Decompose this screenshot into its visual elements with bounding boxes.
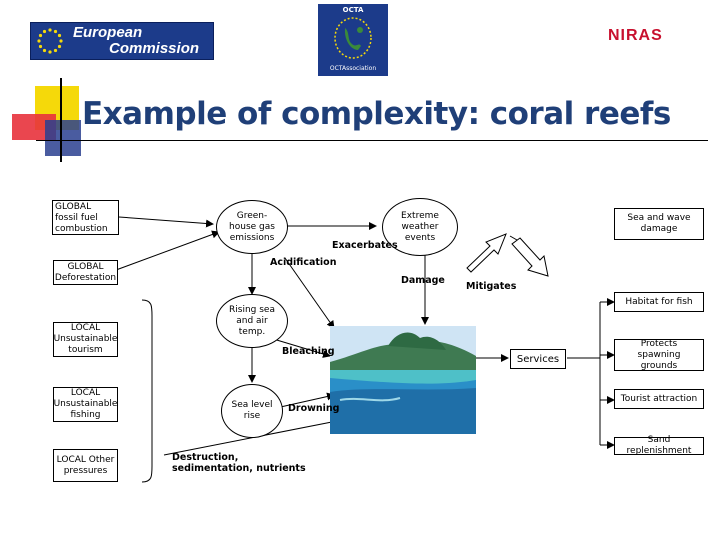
services-box: Services [510,349,566,369]
ec-line1: European [73,24,143,41]
driver-global-fossil-fuel: GLOBAL fossil fuel combustion [52,200,119,235]
coral-reef-island-image [330,326,476,434]
driver-global-deforestation: GLOBAL Deforestation [53,260,118,285]
octa-logo: OCTA OCTAssociation [318,4,388,76]
label-acidification: Acidification [270,257,337,268]
node-rising-temp: Rising sea and air temp. [216,294,288,348]
label-bleaching: Bleaching [282,346,335,357]
label-drowning: Drowning [288,403,340,414]
driver-local-fishing: LOCAL Unsustainable fishing [53,387,118,422]
ec-line2: Commission [109,40,200,57]
node-extreme-weather: Extreme weather events [382,198,458,256]
deco-horizontal-line [36,140,708,141]
label-damage: Damage [401,275,445,286]
service-sea-wave-damage: Sea and wave damage [614,208,704,240]
label-mitigates: Mitigates [466,281,517,292]
service-sand-replenishment: Sand replenishment [614,435,704,456]
page-title: Example of complexity: coral reefs [82,96,671,132]
octa-logo-bottom: OCTAssociation [329,65,377,72]
octa-logo-top: OCTA [342,6,364,14]
node-sea-level-rise: Sea level rise [221,384,283,438]
driver-local-tourism: LOCAL Unsustainable tourism [53,322,118,357]
eu-stars-icon [37,28,63,54]
service-habitat-fish: Habitat for fish [614,292,704,312]
deco-vertical-line [60,78,62,162]
service-spawning-grounds: Protects spawning grounds [614,339,704,371]
deco-blue-square [45,120,81,156]
label-destruction: Destruction, sedimentation, nutrients [172,452,306,474]
service-tourist-attraction: Tourist attraction [614,389,704,409]
node-greenhouse-gas: Green-house gas emissions [216,200,288,254]
label-exacerbates: Exacerbates [332,240,398,251]
driver-local-other: LOCAL Other pressures [53,449,118,482]
niras-logo: NIRAS [608,27,663,44]
octa-emblem-icon [334,17,372,59]
european-commission-logo: European Commission [30,22,214,60]
